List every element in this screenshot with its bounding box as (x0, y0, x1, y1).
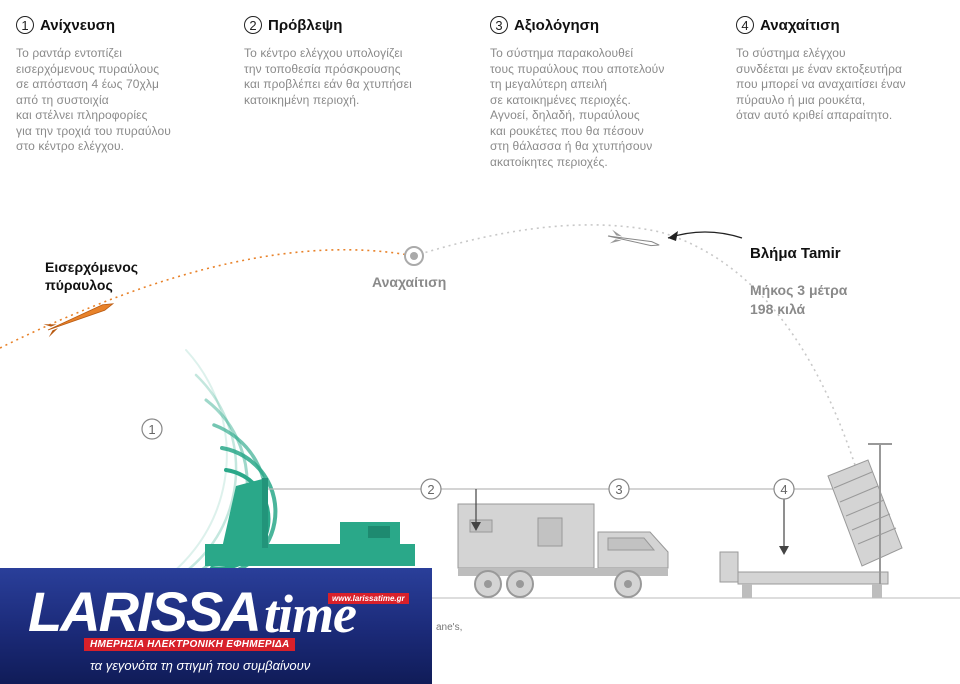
step-number: 3 (490, 16, 508, 34)
step-number: 1 (16, 16, 34, 34)
step-title: Ανίχνευση (40, 16, 116, 34)
step-interception: 4 Αναχαίτιση Το σύστημα ελέγχου συνδέετα… (736, 14, 960, 124)
radar-truck-icon (205, 478, 415, 566)
tamir-spec: Μήκος 3 μέτρα 198 κιλά (750, 282, 848, 317)
step-description: Το σύστημα ελέγχου συνδέεται με έναν εκτ… (736, 46, 906, 122)
incoming-missile-icon (43, 303, 115, 338)
step-description: Το κέντρο ελέγχου υπολογίζει την τοποθεσ… (244, 46, 412, 107)
step-description: Το σύστημα παρακολουθεί τους πυραύλους π… (490, 46, 665, 169)
tamir-label: Βλήμα Tamir Μήκος 3 μέτρα 198 κιλά (750, 226, 847, 337)
marker-1: 1 (141, 418, 163, 440)
incoming-trajectory (0, 248, 415, 349)
tamir-pointer-arrowhead (668, 231, 678, 241)
svg-text:3: 3 (615, 482, 622, 497)
larissatime-logo: LARISSA time www.larissatime.gr ΗΜΕΡΗΣΙΑ… (0, 568, 432, 684)
svg-text:1: 1 (148, 422, 155, 437)
svg-text:4: 4 (780, 482, 787, 497)
interception-point-icon (404, 246, 424, 266)
logo-url: www.larissatime.gr (328, 593, 409, 604)
svg-text:2: 2 (427, 482, 434, 497)
arrowhead-launcher (779, 546, 789, 555)
tamir-name: Βλήμα Tamir (750, 245, 841, 262)
tamir-interceptor-icon (607, 229, 660, 247)
step-prediction: 2 Πρόβλεψη Το κέντρο ελέγχου υπολογίζει … (244, 14, 474, 108)
step-detection: 1 Ανίχνευση Το ραντάρ εντοπίζει εισερχόμ… (16, 14, 246, 155)
control-center-truck-icon (457, 503, 669, 598)
step-number: 2 (244, 16, 262, 34)
interceptor-trajectory (413, 224, 856, 466)
marker-4: 4 (773, 478, 795, 500)
step-description: Το ραντάρ εντοπίζει εισερχόμενους πυραύλ… (16, 46, 171, 153)
interception-label: Αναχαίτιση (372, 274, 447, 290)
step-evaluation: 3 Αξιολόγηση Το σύστημα παρακολουθεί του… (490, 14, 720, 170)
step-title: Πρόβλεψη (268, 16, 343, 34)
step-title: Αξιολόγηση (514, 16, 600, 34)
logo-slogan: τα γεγονότα τη στιγμή που συμβαίνουν (90, 658, 311, 673)
marker-3: 3 (608, 478, 630, 500)
step-number: 4 (736, 16, 754, 34)
launcher-icon (719, 443, 903, 598)
step-title: Αναχαίτιση (760, 16, 840, 34)
logo-tagline-band: ΗΜΕΡΗΣΙΑ ΗΛΕΚΤΡΟΝΙΚΗ ΕΦΗΜΕΡΙΔΑ (84, 638, 296, 651)
tamir-pointer-arrow (667, 231, 743, 239)
source-credit: ane's, (436, 622, 463, 633)
logo-word-larissa: LARISSA (28, 580, 262, 643)
incoming-missile-label: Εισερχόμενος πύραυλος (45, 259, 139, 293)
marker-2: 2 (420, 478, 442, 500)
arrowhead-control-center (471, 522, 481, 531)
